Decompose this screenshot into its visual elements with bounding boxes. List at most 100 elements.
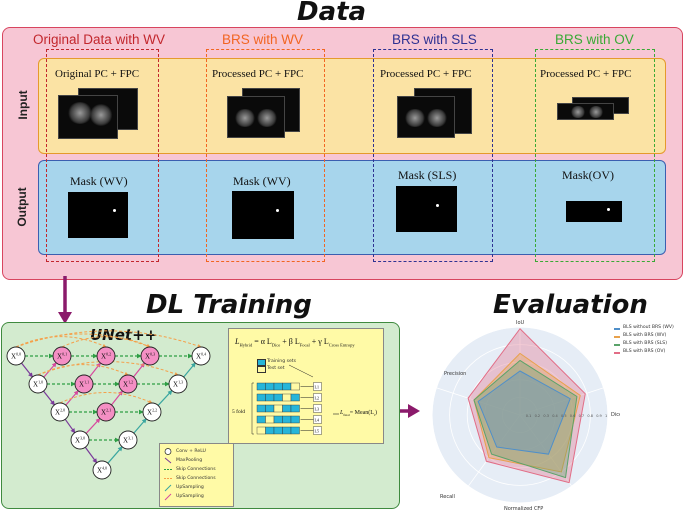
output-label-brs-ov: Mask(OV)	[562, 168, 614, 182]
unet-node-superscript: 2,2	[152, 408, 157, 414]
purple-edge	[43, 390, 55, 406]
fold-cell	[282, 426, 292, 435]
fold-brace	[251, 382, 254, 435]
unet-node	[191, 346, 211, 366]
fold-cell	[273, 382, 283, 391]
hybrid-loss-formula: LHybrid = α LDice + β LFocal + γ LCross …	[235, 337, 355, 348]
unet-node	[28, 374, 48, 394]
unet-node-superscript: 1,3	[178, 380, 183, 386]
fold-loss-box	[313, 404, 322, 413]
radar-tick-label: 0.1	[526, 414, 532, 418]
legend-pointer	[288, 364, 314, 378]
unet-node-superscript: 3,0	[80, 436, 85, 442]
scan-image-brs-wv-front	[227, 96, 285, 138]
dense-skip-arc	[15, 330, 202, 348]
test-swatch	[257, 366, 266, 373]
fold-cell	[265, 415, 275, 424]
unet-node-superscript: 1,1	[84, 380, 89, 386]
ce-subscript: Cross Entropy	[328, 342, 355, 348]
unet-node-superscript: 0,0	[16, 352, 21, 358]
upsampling-pink-icon	[164, 493, 172, 501]
maxpooling-icon	[164, 457, 172, 464]
fold-loss-label: L4	[315, 418, 319, 423]
unet-node-label: X1,1	[79, 380, 89, 389]
dl-training-title: DL Training	[146, 290, 312, 320]
unet-node-label: X2,0	[55, 408, 65, 417]
purple-edge	[21, 362, 33, 378]
fold-cell	[256, 382, 266, 391]
radar-axis-label: Recall	[440, 494, 455, 500]
fold-cell	[256, 426, 266, 435]
mask-image-brs-sls	[396, 186, 457, 232]
legend-upsampling-pink: UpSampling	[176, 494, 204, 499]
radar-spoke	[519, 387, 604, 416]
unet-node	[96, 402, 116, 422]
data-to-dl-arrow	[58, 276, 72, 324]
teal-edge	[157, 390, 173, 406]
unet-node	[118, 430, 138, 450]
dice-subscript: Dice	[271, 342, 281, 348]
legend-upsampling-teal: UpSampling	[176, 485, 204, 490]
training-swatch	[257, 359, 266, 366]
loss-symbol: L	[235, 337, 240, 346]
unet-node-superscript: 3,1	[128, 436, 133, 442]
unet-node-superscript: 2,1	[106, 408, 111, 414]
fold-loss-box	[313, 415, 322, 424]
fold-cell	[290, 426, 300, 435]
unet-node-label: X4,0	[97, 466, 107, 475]
radar-tick-label: 0.6	[570, 414, 576, 418]
radar-tick-label: 0.4	[552, 414, 558, 418]
training-sets-label: Training sets	[267, 359, 296, 364]
unet-node-label: X1,2	[123, 380, 133, 389]
column-header-brs-wv: BRS with WV	[222, 32, 304, 47]
mask-image-brs-wv	[232, 191, 294, 239]
fold-loss-label: L2	[315, 396, 319, 401]
column-box-brs-ov	[535, 49, 655, 262]
radar-series	[467, 327, 586, 484]
unet-node-label: X1,3	[173, 380, 183, 389]
final-loss-formula: Lfinal= Mean(Li)	[340, 410, 377, 417]
test-set-label: Test set	[267, 366, 285, 371]
radar-spoke	[519, 414, 573, 487]
final-loss-symbol: L	[340, 410, 344, 416]
unet-node	[96, 346, 116, 366]
fold-cell	[256, 415, 266, 424]
legend-skip-connections-orange: Skip Connections	[176, 476, 216, 481]
unet-node-superscript: 1,0	[38, 380, 43, 386]
radar-tick-label: 0.5	[561, 414, 567, 418]
legend-swatch-wv-with	[614, 336, 620, 338]
unet-node	[6, 346, 26, 366]
unet-node	[142, 402, 162, 422]
fold-cell	[282, 404, 292, 413]
column-header-brs-sls: BRS with SLS	[392, 32, 477, 47]
legend-bls-with-brs-sls: BLS with BRS (SLS)	[623, 341, 667, 346]
fold-cell	[273, 415, 283, 424]
unet-node-superscript: 1,2	[128, 380, 133, 386]
input-label-brs-sls: Processed PC + FPC	[380, 68, 472, 80]
fold-loss-label: L1	[315, 385, 319, 390]
fold-cell	[256, 404, 266, 413]
fold-cell	[273, 426, 283, 435]
legend-maxpooling: MaxPooling	[176, 458, 203, 463]
conv-relu-icon	[164, 448, 172, 455]
teal-edge	[183, 362, 196, 378]
fold-loss-label: L3	[315, 407, 319, 412]
unet-node	[52, 346, 72, 366]
radar-tick-label: 0.7	[579, 414, 585, 418]
legend-swatch-wv-without	[614, 328, 620, 330]
scan-image-original-front	[58, 95, 118, 139]
output-label-brs-wv: Mask (WV)	[233, 174, 291, 188]
radar-axis-label: Dice	[611, 412, 620, 418]
input-label-brs-wv: Processed PC + FPC	[212, 68, 304, 80]
unet-node	[92, 460, 112, 480]
loss-subscript: Hybrid	[239, 342, 253, 348]
fold-cell	[282, 393, 292, 402]
unet-node	[74, 374, 94, 394]
scan-image-brs-sls-front	[397, 96, 455, 138]
fold-label: 5 fold	[232, 409, 245, 415]
fold-cell	[290, 382, 300, 391]
data-title: Data	[297, 0, 367, 27]
ce-term: + γ L	[311, 337, 329, 346]
unet-node-label: X2,1	[101, 408, 111, 417]
mask-image-brs-ov	[566, 201, 622, 222]
